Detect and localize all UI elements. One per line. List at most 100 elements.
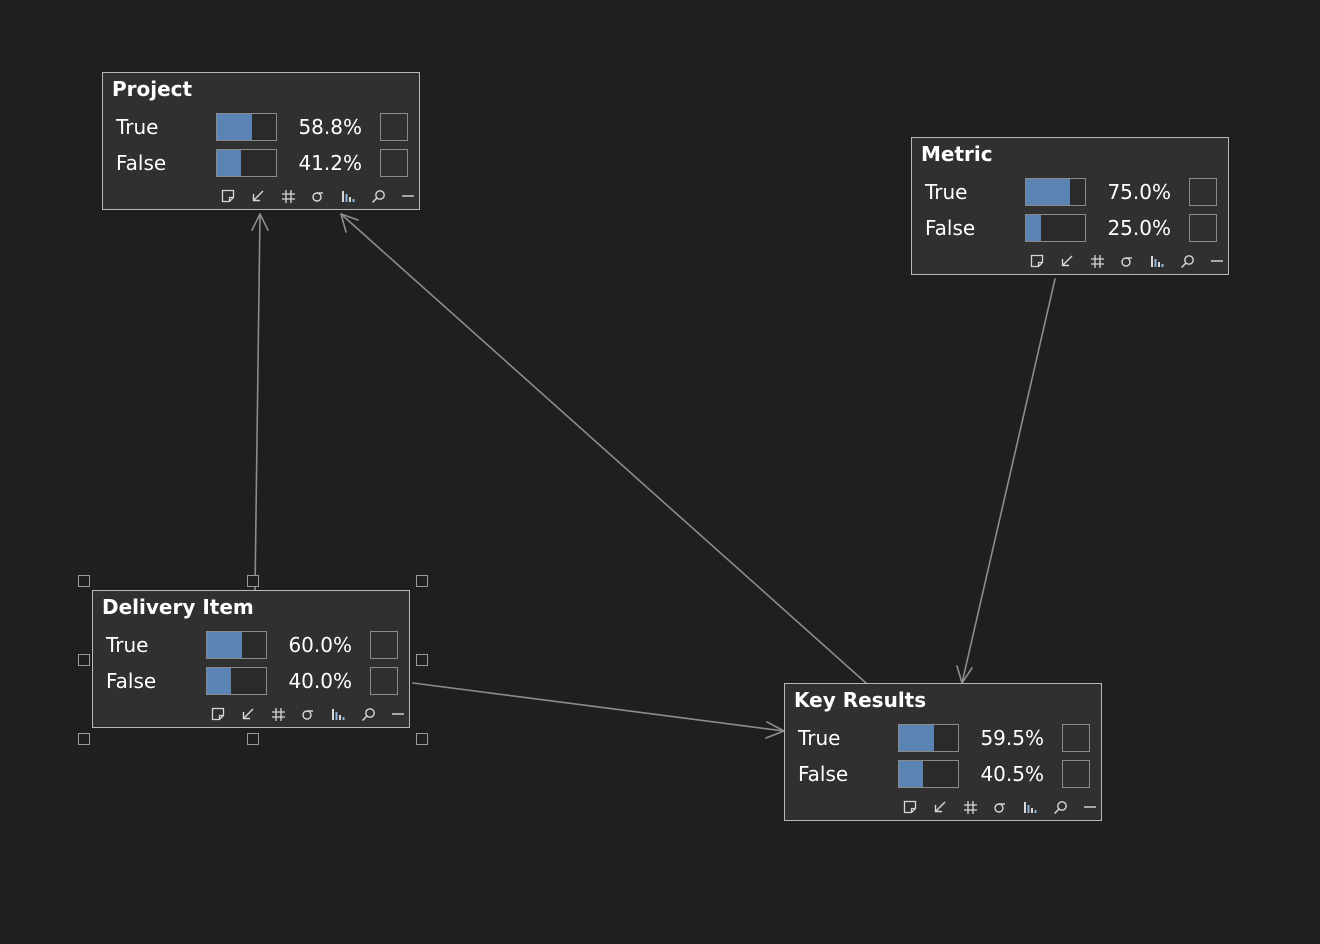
evidence-checkbox[interactable]: [1189, 178, 1217, 206]
minimize-icon[interactable]: [383, 705, 413, 723]
probability-bar-fill: [217, 114, 252, 140]
magnifier-icon[interactable]: [363, 187, 393, 205]
state-percent: 58.8%: [298, 115, 362, 139]
state-percent: 40.0%: [288, 669, 352, 693]
magnifier-icon[interactable]: [1172, 252, 1202, 270]
arrow-icon[interactable]: [925, 798, 955, 816]
probability-bar-fill: [1026, 179, 1071, 205]
note-icon[interactable]: [895, 798, 925, 816]
histogram-icon[interactable]: [1015, 798, 1045, 816]
grid-icon[interactable]: [273, 187, 303, 205]
arrow-icon[interactable]: [1052, 252, 1082, 270]
note-icon[interactable]: [203, 705, 233, 723]
histogram-icon[interactable]: [323, 705, 353, 723]
node-title: Metric: [921, 142, 993, 166]
evidence-checkbox[interactable]: [370, 667, 398, 695]
resize-handle-left[interactable]: [78, 654, 90, 666]
node-metric[interactable]: Metric True 75.0% False 25.0%: [911, 137, 1229, 275]
state-row: True 59.5%: [785, 724, 1101, 752]
probability-bar: [216, 149, 277, 177]
probability-bar: [1025, 214, 1086, 242]
node-toolbar: [203, 705, 413, 723]
state-row: True 75.0%: [912, 178, 1228, 206]
resize-handle-bottom-left[interactable]: [78, 733, 90, 745]
state-row: False 40.0%: [93, 667, 409, 695]
state-percent: 41.2%: [298, 151, 362, 175]
sigma-icon[interactable]: [985, 798, 1015, 816]
evidence-checkbox[interactable]: [1062, 760, 1090, 788]
edge-key-results-to-project[interactable]: [340, 213, 867, 684]
note-icon[interactable]: [213, 187, 243, 205]
evidence-checkbox[interactable]: [370, 631, 398, 659]
state-percent: 25.0%: [1107, 216, 1171, 240]
state-row: True 58.8%: [103, 113, 419, 141]
state-percent: 40.5%: [980, 762, 1044, 786]
minimize-icon[interactable]: [1202, 252, 1232, 270]
minimize-icon[interactable]: [393, 187, 423, 205]
sigma-icon[interactable]: [303, 187, 333, 205]
state-label: True: [116, 115, 159, 139]
edge-delivery-item-to-project[interactable]: [251, 213, 269, 591]
arrow-icon[interactable]: [233, 705, 263, 723]
probability-bar: [898, 760, 959, 788]
state-percent: 60.0%: [288, 633, 352, 657]
probability-bar-fill: [899, 761, 923, 787]
grid-icon[interactable]: [263, 705, 293, 723]
probability-bar: [898, 724, 959, 752]
sigma-icon[interactable]: [293, 705, 323, 723]
node-toolbar: [1022, 252, 1232, 270]
evidence-checkbox[interactable]: [380, 149, 408, 177]
edge-metric-to-key-results[interactable]: [956, 278, 1056, 684]
histogram-icon[interactable]: [1142, 252, 1172, 270]
note-icon[interactable]: [1022, 252, 1052, 270]
probability-bar: [206, 631, 267, 659]
state-row: False 25.0%: [912, 214, 1228, 242]
state-row: False 41.2%: [103, 149, 419, 177]
state-percent: 75.0%: [1107, 180, 1171, 204]
grid-icon[interactable]: [1082, 252, 1112, 270]
node-project[interactable]: Project True 58.8% False 41.2%: [102, 72, 420, 210]
magnifier-icon[interactable]: [353, 705, 383, 723]
state-label: False: [798, 762, 849, 786]
state-label: True: [798, 726, 841, 750]
node-key-results[interactable]: Key Results True 59.5% False 40.5%: [784, 683, 1102, 821]
node-delivery-item[interactable]: Delivery Item True 60.0% False 40.0%: [92, 590, 410, 728]
minimize-icon[interactable]: [1075, 798, 1105, 816]
probability-bar: [206, 667, 267, 695]
node-toolbar: [895, 798, 1105, 816]
sigma-icon[interactable]: [1112, 252, 1142, 270]
probability-bar-fill: [899, 725, 935, 751]
state-row: False 40.5%: [785, 760, 1101, 788]
evidence-checkbox[interactable]: [380, 113, 408, 141]
state-percent: 59.5%: [980, 726, 1044, 750]
node-title: Project: [112, 77, 193, 101]
node-toolbar: [213, 187, 423, 205]
resize-handle-bottom-right[interactable]: [416, 733, 428, 745]
histogram-icon[interactable]: [333, 187, 363, 205]
resize-handle-right[interactable]: [416, 654, 428, 666]
evidence-checkbox[interactable]: [1189, 214, 1217, 242]
resize-handle-top-right[interactable]: [416, 575, 428, 587]
state-label: False: [925, 216, 976, 240]
probability-bar: [216, 113, 277, 141]
probability-bar-fill: [1026, 215, 1041, 241]
grid-icon[interactable]: [955, 798, 985, 816]
probability-bar: [1025, 178, 1086, 206]
resize-handle-top[interactable]: [247, 575, 259, 587]
probability-bar-fill: [207, 668, 231, 694]
node-title: Key Results: [794, 688, 927, 712]
probability-bar-fill: [207, 632, 243, 658]
state-label: False: [116, 151, 167, 175]
state-label: False: [106, 669, 157, 693]
state-label: True: [106, 633, 149, 657]
edge-delivery-item-to-key-results[interactable]: [412, 682, 785, 739]
state-row: True 60.0%: [93, 631, 409, 659]
arrow-icon[interactable]: [243, 187, 273, 205]
magnifier-icon[interactable]: [1045, 798, 1075, 816]
evidence-checkbox[interactable]: [1062, 724, 1090, 752]
probability-bar-fill: [217, 150, 242, 176]
node-title: Delivery Item: [102, 595, 254, 619]
resize-handle-top-left[interactable]: [78, 575, 90, 587]
resize-handle-bottom[interactable]: [247, 733, 259, 745]
state-label: True: [925, 180, 968, 204]
